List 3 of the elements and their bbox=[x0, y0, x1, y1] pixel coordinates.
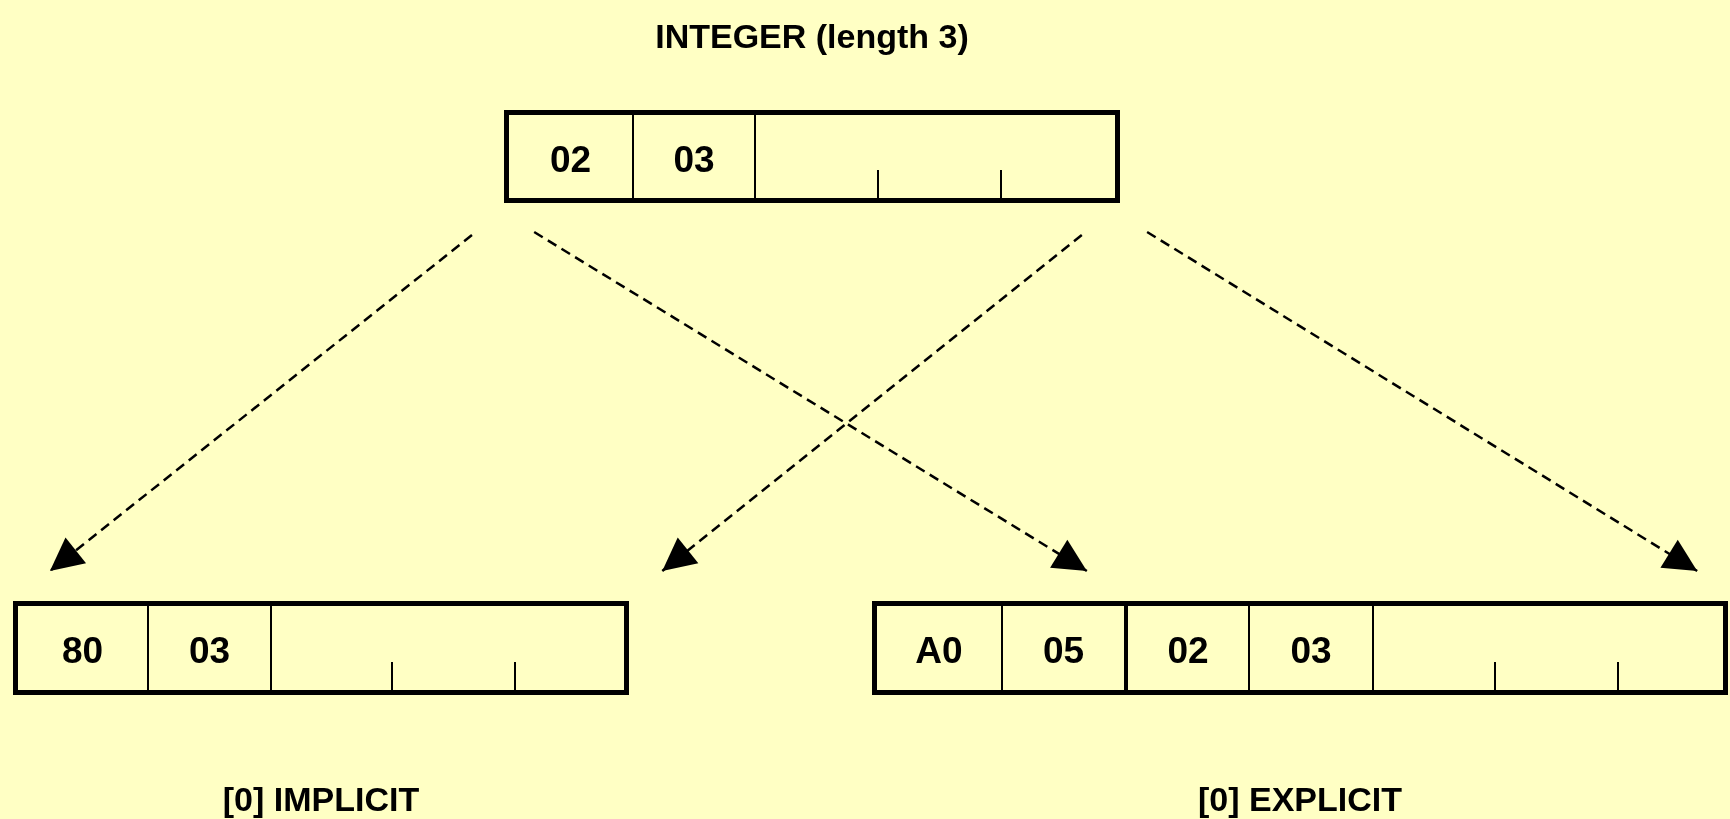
field-title: INTEGER (length 3) bbox=[655, 17, 969, 56]
field-title: [0] IMPLICIT bbox=[222, 780, 420, 819]
field-title: [0] EXPLICIT bbox=[1198, 780, 1402, 819]
